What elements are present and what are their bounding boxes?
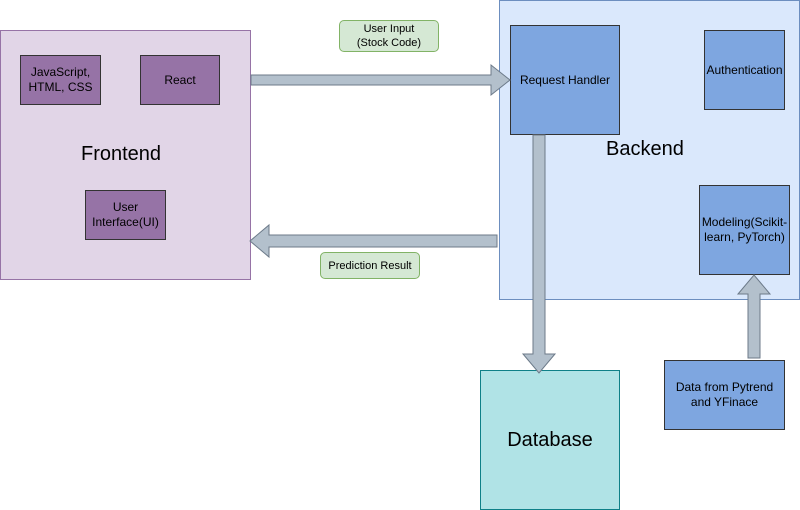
backend-title: Backend [606, 138, 684, 160]
authentication-box: Authentication [704, 30, 785, 110]
data-source-box: Data from Pytrend and YFinace [664, 360, 785, 430]
modeling-box: Modeling(Scikit- learn, PyTorch) [699, 185, 790, 275]
database-box: Database [480, 370, 620, 510]
arrow-user-input [250, 63, 511, 97]
user-input-label: User Input (Stock Code) [339, 20, 439, 52]
frontend-ui-box: User Interface(UI) [85, 190, 166, 240]
request-handler-box: Request Handler [510, 25, 620, 135]
prediction-result-label: Prediction Result [320, 252, 420, 279]
frontend-react-box: React [140, 55, 220, 105]
frontend-title: Frontend [81, 143, 162, 165]
frontend-tech-box: JavaScript, HTML, CSS [20, 55, 101, 105]
